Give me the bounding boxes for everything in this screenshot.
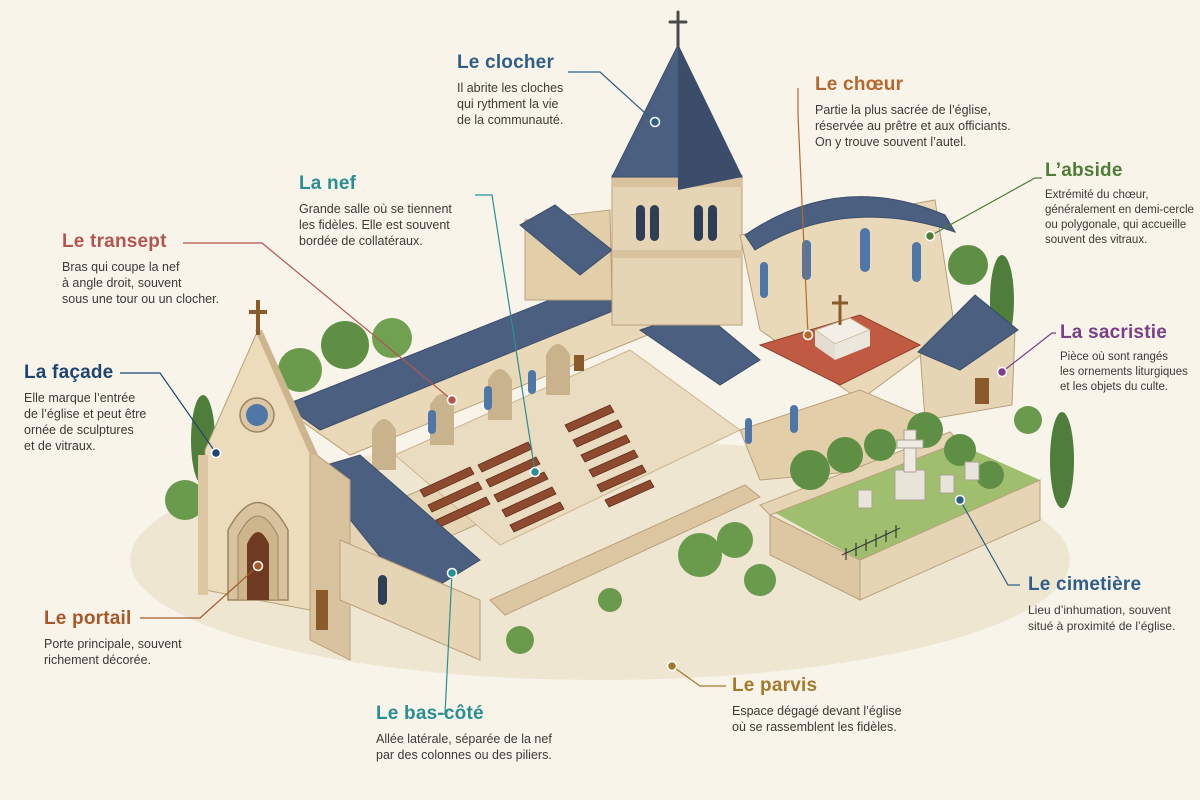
cemetery-shrubs xyxy=(790,412,1004,490)
callout-abside-text: Extrémité du chœur, généralement en demi… xyxy=(1045,189,1194,246)
callout-facade-title: La façade xyxy=(24,362,114,383)
cemetery-fence xyxy=(841,525,901,560)
nave-arches xyxy=(372,344,570,470)
callout-nef-title: La nef xyxy=(299,173,357,194)
graves xyxy=(857,461,980,509)
callout-cimetiere: Le cimetière Lieu d’inhumation, souvent … xyxy=(1028,574,1196,634)
callout-portail-title: Le portail xyxy=(44,608,132,629)
callout-choeur-title: Le chœur xyxy=(815,74,904,95)
pews xyxy=(419,404,655,533)
callout-clocher-title: Le clocher xyxy=(457,52,555,73)
callout-bascote: Le bas-côté Allée latérale, séparée de l… xyxy=(376,703,606,763)
callout-transept: Le transept Bras qui coupe la nef à angl… xyxy=(62,231,252,307)
callout-portail: Le portail Porte principale, souvent ric… xyxy=(44,608,234,668)
callout-facade: La façade Elle marque l’entrée de l’égli… xyxy=(24,362,204,454)
callout-choeur-text: Partie la plus sacrée de l’église, réser… xyxy=(815,103,1011,149)
callout-cimetiere-text: Lieu d’inhumation, souvent situé à proxi… xyxy=(1028,603,1176,633)
cemetery-wall-front xyxy=(859,479,1041,601)
spire-shade xyxy=(678,45,742,190)
callout-parvis: Le parvis Espace dégagé devant l’église … xyxy=(732,675,962,735)
chancel-window-2 xyxy=(745,418,752,444)
callout-sacristie-title: La sacristie xyxy=(1060,322,1167,343)
callout-transept-text: Bras qui coupe la nef à angle droit, sou… xyxy=(62,260,220,306)
bell-tower xyxy=(611,174,743,326)
background-trees xyxy=(165,245,1074,520)
apse-windows xyxy=(760,228,921,298)
tower-cross xyxy=(668,10,688,48)
callout-bascote-text: Allée latérale, séparée de la nef par de… xyxy=(376,732,552,762)
chancel-window xyxy=(790,405,798,433)
callout-bascote-title: Le bas-côté xyxy=(376,703,484,724)
callout-abside: L’abside Extrémité du chœur, généralemen… xyxy=(1045,160,1195,248)
callout-nef-text: Grande salle où se tiennent les fidèles.… xyxy=(299,202,452,248)
side-door xyxy=(316,590,328,630)
sacristy-roof xyxy=(917,294,1019,371)
aisle-window xyxy=(378,575,387,605)
callout-facade-text: Elle marque l’entrée de l’église et peut… xyxy=(24,391,147,453)
callout-clocher: Le clocher Il abrite les cloches qui ryt… xyxy=(457,52,657,128)
side-wall xyxy=(489,484,761,616)
callout-transept-title: Le transept xyxy=(62,231,167,252)
anchor-dots xyxy=(210,116,1008,672)
callout-nef: La nef Grande salle où se tiennent les f… xyxy=(299,173,499,249)
callout-sacristie: La sacristie Pièce où sont rangés les or… xyxy=(1060,322,1195,395)
aisle-wall xyxy=(339,539,481,661)
cemetery-monument xyxy=(894,429,926,501)
callout-choeur: Le chœur Partie la plus sacrée de l’égli… xyxy=(815,74,1065,150)
callout-cimetiere-title: Le cimetière xyxy=(1028,574,1142,595)
nave-windows xyxy=(428,355,584,434)
apse-roof xyxy=(744,196,957,251)
leader-lines xyxy=(120,71,1056,715)
callout-sacristie-text: Pièce où sont rangés les ornements litur… xyxy=(1060,351,1188,393)
sacristy-door xyxy=(975,378,989,404)
callout-portail-text: Porte principale, souvent richement déco… xyxy=(44,637,182,667)
callout-clocher-text: Il abrite les cloches qui rythment la vi… xyxy=(457,81,564,127)
front-greenery xyxy=(506,522,776,654)
callout-abside-title: L’abside xyxy=(1045,160,1123,181)
portal xyxy=(227,501,289,601)
callout-parvis-title: Le parvis xyxy=(732,675,818,696)
callout-parvis-text: Espace dégagé devant l’église où se rass… xyxy=(732,704,902,734)
altar xyxy=(813,295,872,360)
